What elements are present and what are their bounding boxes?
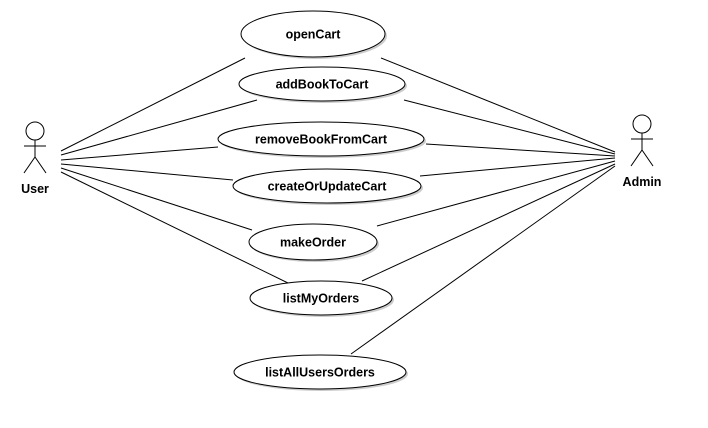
use-case-label: createOrUpdateCart: [268, 180, 388, 194]
use-case-ellipse: [217, 121, 425, 157]
use-case-label: listMyOrders: [283, 292, 359, 306]
association-user-addBookToCart: [60, 99, 258, 156]
actor-admin[interactable]: Admin: [623, 114, 662, 189]
use-case-ellipse: [240, 10, 386, 58]
use-case-listAllUsersOrders[interactable]: listAllUsersOrders: [233, 354, 408, 391]
associations: [60, 57, 616, 355]
use-case-listMyOrders[interactable]: listMyOrders: [249, 280, 394, 317]
use-case-createOrUpdateCart[interactable]: createOrUpdateCart: [232, 168, 423, 205]
use-case-ellipse: [233, 354, 407, 390]
actor-user-icon: [23, 121, 47, 174]
association-user-openCart: [60, 57, 246, 152]
association-user-listMyOrders: [60, 171, 289, 284]
use-cases: openCart addBookToCart removeBookFromCart c…: [217, 10, 426, 391]
use-case-openCart[interactable]: openCart: [240, 10, 387, 59]
use-case-label: makeOrder: [280, 236, 346, 250]
use-case-ellipse: [248, 223, 378, 261]
use-case-removeBookFromCart[interactable]: removeBookFromCart: [217, 121, 426, 158]
association-admin-makeOrder: [376, 160, 616, 227]
use-case-label: removeBookFromCart: [255, 133, 388, 147]
association-user-makeOrder: [60, 167, 253, 231]
association-admin-addBookToCart: [403, 99, 616, 155]
use-case-makeOrder[interactable]: makeOrder: [248, 223, 379, 262]
use-case-ellipse: [238, 66, 406, 102]
use-case-addBookToCart[interactable]: addBookToCart: [238, 66, 407, 103]
actor-user[interactable]: User: [21, 121, 49, 196]
actor-admin-icon: [630, 114, 654, 167]
association-user-removeBookFromCart: [60, 146, 219, 161]
association-admin-removeBookFromCart: [425, 143, 616, 157]
association-admin-listMyOrders: [361, 163, 616, 282]
use-case-label: openCart: [286, 28, 342, 42]
use-case-label: listAllUsersOrders: [265, 366, 375, 380]
actor-user-label: User: [21, 182, 49, 196]
association-admin-listAllUsersOrders: [350, 165, 616, 355]
association-admin-createOrUpdateCart: [419, 157, 616, 177]
association-user-createOrUpdateCart: [60, 163, 234, 181]
use-case-label: addBookToCart: [276, 78, 370, 92]
association-admin-openCart: [380, 57, 616, 153]
use-case-ellipse: [232, 168, 422, 204]
use-case-ellipse: [249, 280, 393, 316]
actor-admin-label: Admin: [623, 175, 662, 189]
